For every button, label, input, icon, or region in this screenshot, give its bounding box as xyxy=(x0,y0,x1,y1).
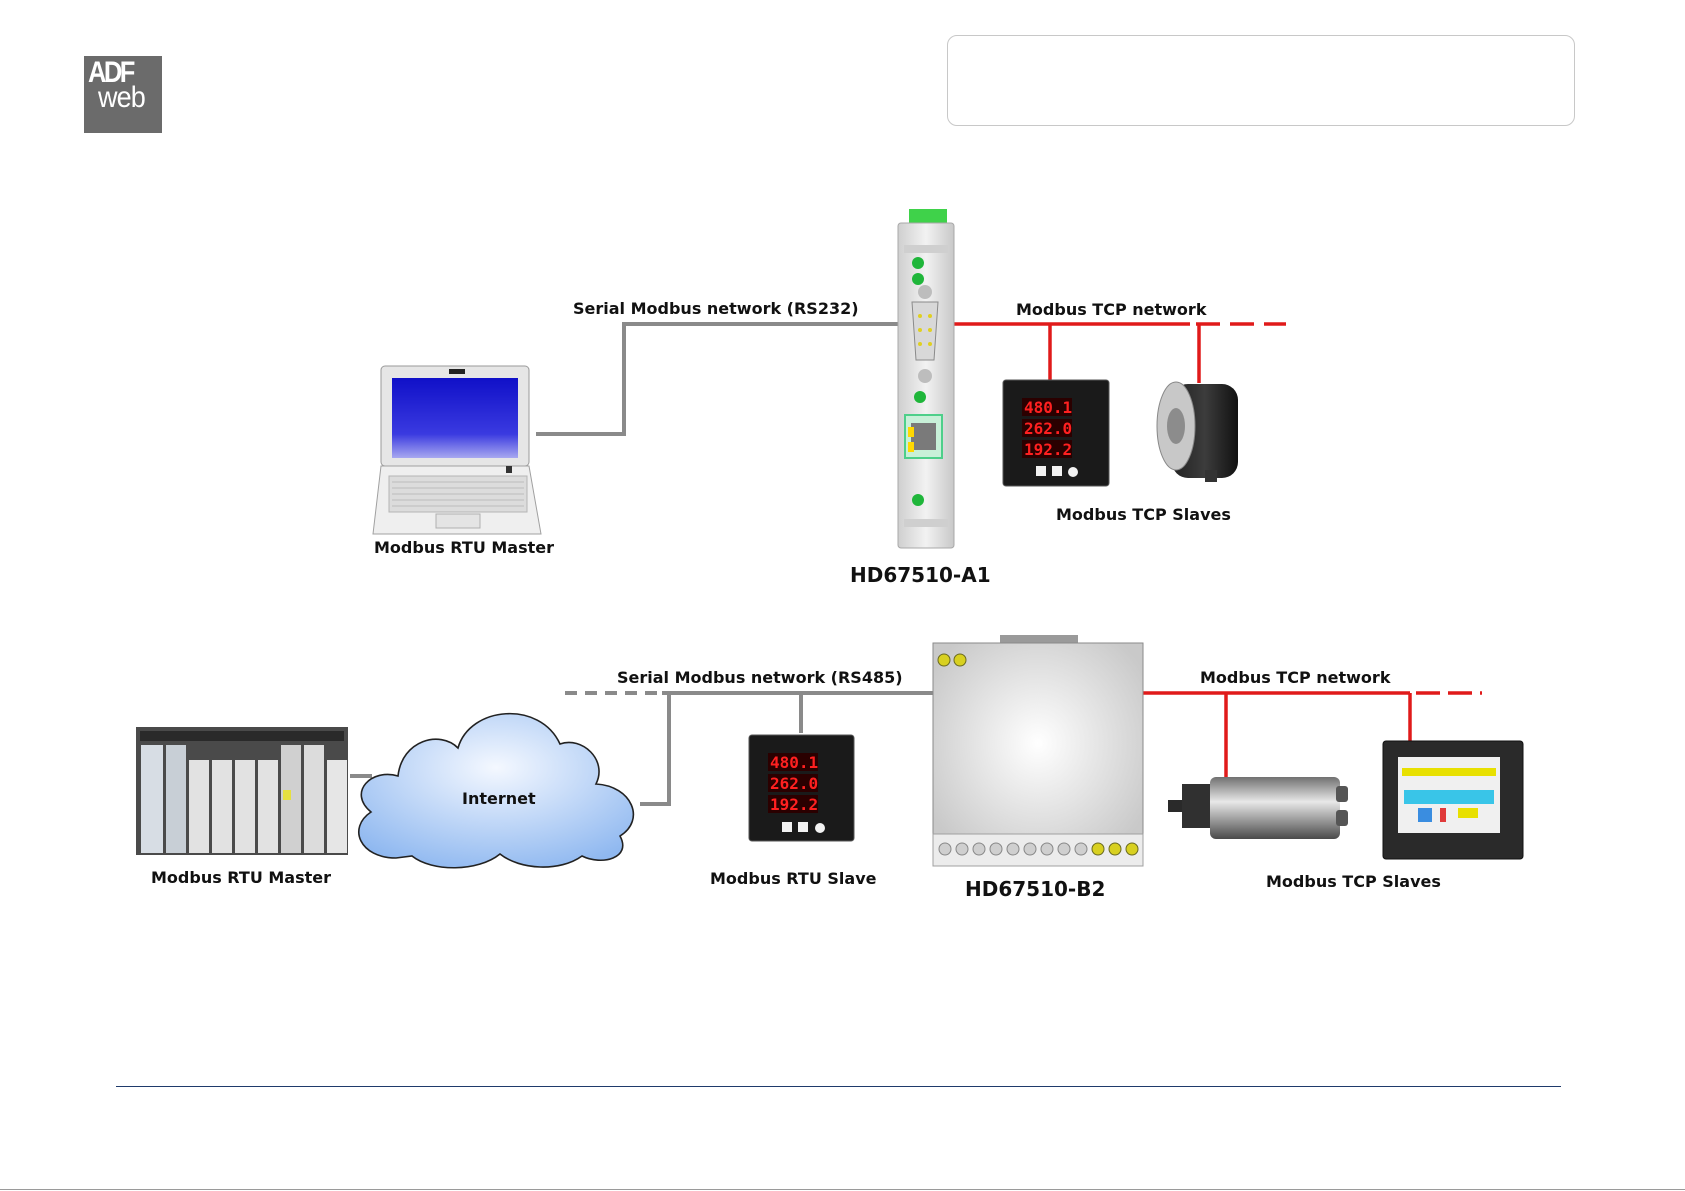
page-bottom-edge xyxy=(0,1189,1685,1190)
meter-b-reading-1: 480.1 xyxy=(770,753,818,772)
internet-label: Internet xyxy=(462,789,536,808)
power-meter-icon: 480.1 262.0 192.2 xyxy=(749,735,854,841)
encoder-icon xyxy=(1157,382,1238,482)
footer-divider xyxy=(116,1086,1561,1087)
tcp-slaves-label-b: Modbus TCP Slaves xyxy=(1266,872,1441,891)
laptop-icon xyxy=(373,366,541,534)
plc-rack-icon xyxy=(136,727,348,855)
diagram-a: 480.1 262.0 192.2 Serial Modbus network … xyxy=(373,209,1286,587)
meter-a-reading-1: 480.1 xyxy=(1024,398,1072,417)
power-meter-icon: 480.1 262.0 192.2 xyxy=(1003,380,1109,486)
rtu-master-label-a: Modbus RTU Master xyxy=(374,538,554,557)
rtu-slave-label-b: Modbus RTU Slave xyxy=(710,869,877,888)
hmi-touch-panel-icon xyxy=(1383,741,1523,859)
meter-a-reading-3: 192.2 xyxy=(1024,440,1072,459)
device-label-a1: HD67510-A1 xyxy=(850,563,991,587)
serial-internet-link xyxy=(640,693,669,804)
serial-rs485-label: Serial Modbus network (RS485) xyxy=(617,668,903,687)
meter-b-reading-3: 192.2 xyxy=(770,795,818,814)
tcp-network-label-b: Modbus TCP network xyxy=(1200,668,1391,687)
rtu-master-label-b: Modbus RTU Master xyxy=(151,868,331,887)
servo-motor-icon xyxy=(1168,777,1348,839)
diagram-b: Internet 480.1 262.0 192.2 xyxy=(136,635,1523,901)
hd67510-b2-device-icon xyxy=(933,635,1143,866)
serial-rs232-cable xyxy=(536,324,900,434)
tcp-network-label-a: Modbus TCP network xyxy=(1016,300,1207,319)
serial-rs232-label: Serial Modbus network (RS232) xyxy=(573,299,859,318)
tcp-slaves-label-a: Modbus TCP Slaves xyxy=(1056,505,1231,524)
hd67510-a1-device-icon xyxy=(898,209,954,548)
meter-a-reading-2: 262.0 xyxy=(1024,419,1072,438)
meter-b-reading-2: 262.0 xyxy=(770,774,818,793)
device-label-b2: HD67510-B2 xyxy=(965,877,1105,901)
